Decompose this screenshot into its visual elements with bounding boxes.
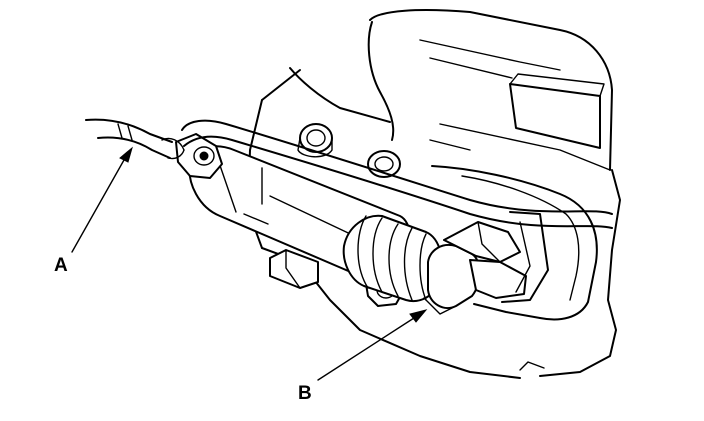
fluid-line bbox=[85, 118, 173, 159]
callout-label-a: A bbox=[54, 255, 68, 276]
callout-a-leader bbox=[71, 146, 133, 253]
housing-lug bbox=[269, 249, 319, 289]
pushrod-clevis bbox=[423, 221, 527, 315]
callout-b-leader bbox=[317, 309, 428, 381]
rubber-boot bbox=[342, 214, 444, 302]
callout-label-b: B bbox=[298, 383, 312, 404]
release-fork-window bbox=[431, 165, 598, 321]
